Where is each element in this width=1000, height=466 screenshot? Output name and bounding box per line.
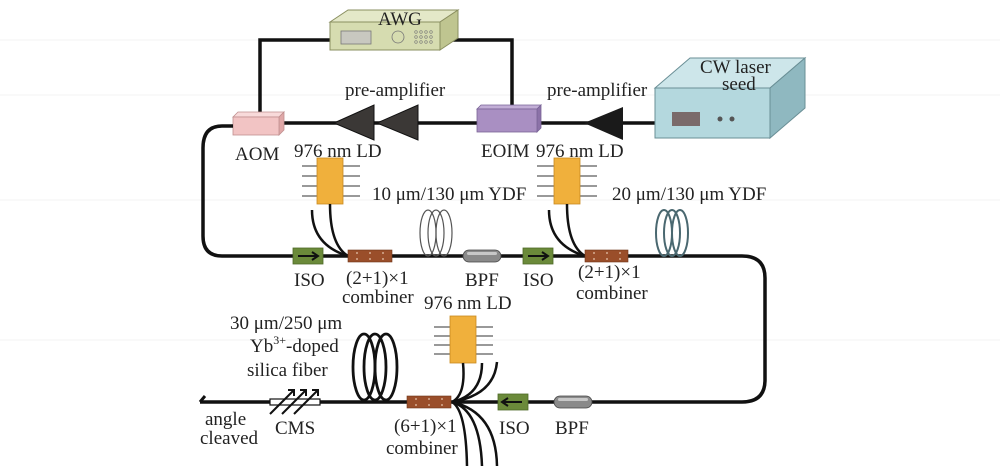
aom-modulator: AOM xyxy=(232,111,285,165)
awg-dial-icon xyxy=(391,30,405,44)
eoim-modulator: EOIM xyxy=(476,104,542,162)
seed-knob-icon xyxy=(729,116,735,122)
seed-label-line1: CW laser xyxy=(700,57,772,78)
iso-3-label: ISO xyxy=(499,418,530,439)
combiner-1-label-line1: (2+1)×1 xyxy=(346,268,409,289)
pre-amplifier-2-label: pre-amplifier xyxy=(547,80,648,101)
ydf-1-coil xyxy=(419,209,453,257)
combiner-2: (2+1)×1 combiner xyxy=(576,249,648,304)
iso-1-label: ISO xyxy=(294,270,325,291)
awg-to-eoim-cable xyxy=(445,38,514,106)
cladding-mode-stripper: CMS xyxy=(269,389,321,439)
awg-keypad-icon xyxy=(414,30,433,44)
final-fiber-coil xyxy=(351,332,399,402)
combiner-2-label-line2: combiner xyxy=(576,283,648,304)
bpf-1-label: BPF xyxy=(465,270,499,291)
angle-cleave-icon xyxy=(198,395,207,403)
doped-text: -doped xyxy=(286,336,339,357)
combiner-3-label-line2: combiner xyxy=(386,438,458,459)
arrow-left-icon xyxy=(500,397,522,407)
awg-device: AWG xyxy=(328,9,460,51)
final-fiber-label-line1: 30 μm/250 μm xyxy=(230,313,342,334)
seed-knob-icon xyxy=(717,116,723,122)
combiner-3-label-line1: (6+1)×1 xyxy=(394,416,457,437)
cms-label: CMS xyxy=(275,418,315,439)
combiner-2-label-line1: (2+1)×1 xyxy=(578,262,641,283)
cms-hatch-icon xyxy=(269,389,319,415)
laser-diode-2: 976 nm LD xyxy=(536,141,624,258)
laser-diode-1: 976 nm LD xyxy=(294,141,382,258)
ld-1-label: 976 nm LD xyxy=(294,141,382,162)
eoim-label: EOIM xyxy=(481,141,530,162)
laser-diode-3: 976 nm LD xyxy=(424,293,512,466)
pre-amplifier-1-label: pre-amplifier xyxy=(345,80,446,101)
aom-label: AOM xyxy=(235,144,279,165)
isolator-3: ISO xyxy=(497,393,530,439)
final-fiber-label-line2: Yb3+-doped xyxy=(250,333,339,357)
yb-text: Yb xyxy=(250,336,273,357)
arrow-right-icon xyxy=(298,251,320,261)
fiber-middle xyxy=(200,254,767,404)
bandpass-filter-2: BPF xyxy=(553,395,593,439)
pre-amplifier-1-triangle-icon xyxy=(375,104,419,141)
awg-label: AWG xyxy=(378,9,422,30)
arrow-right-icon xyxy=(528,251,550,261)
ld-2-label: 976 nm LD xyxy=(536,141,624,162)
bandpass-filter-1: BPF xyxy=(462,249,502,291)
ydf-2-label: 20 μm/130 μm YDF xyxy=(612,184,766,205)
combiner-3: (6+1)×1 combiner xyxy=(386,395,458,459)
final-fiber-label-line3: silica fiber xyxy=(247,360,328,381)
yb-superscript: 3+ xyxy=(273,333,286,347)
pre-amplifier-2-triangle-icon xyxy=(584,107,623,140)
fiber-left-loop xyxy=(201,124,293,258)
isolator-2: ISO xyxy=(522,247,554,291)
ld-3-label: 976 nm LD xyxy=(424,293,512,314)
seed-display xyxy=(672,112,700,126)
seed-label-line2: seed xyxy=(722,74,756,95)
ydf-1-label: 10 μm/130 μm YDF xyxy=(372,184,526,205)
ydf-2-coil xyxy=(655,209,689,257)
combiner-1: (2+1)×1 combiner xyxy=(342,249,414,308)
pre-amplifier-1-triangle-icon xyxy=(332,104,375,141)
output-label-line2: cleaved xyxy=(200,428,259,449)
awg-to-aom-cable xyxy=(258,38,330,118)
cw-laser-seed: CW laser seed xyxy=(653,56,807,140)
iso-2-label: ISO xyxy=(523,270,554,291)
bpf-2-label: BPF xyxy=(555,418,589,439)
combiner-1-label-line2: combiner xyxy=(342,287,414,308)
output-label-line1: angle xyxy=(205,409,246,430)
isolator-1: ISO xyxy=(292,247,325,291)
